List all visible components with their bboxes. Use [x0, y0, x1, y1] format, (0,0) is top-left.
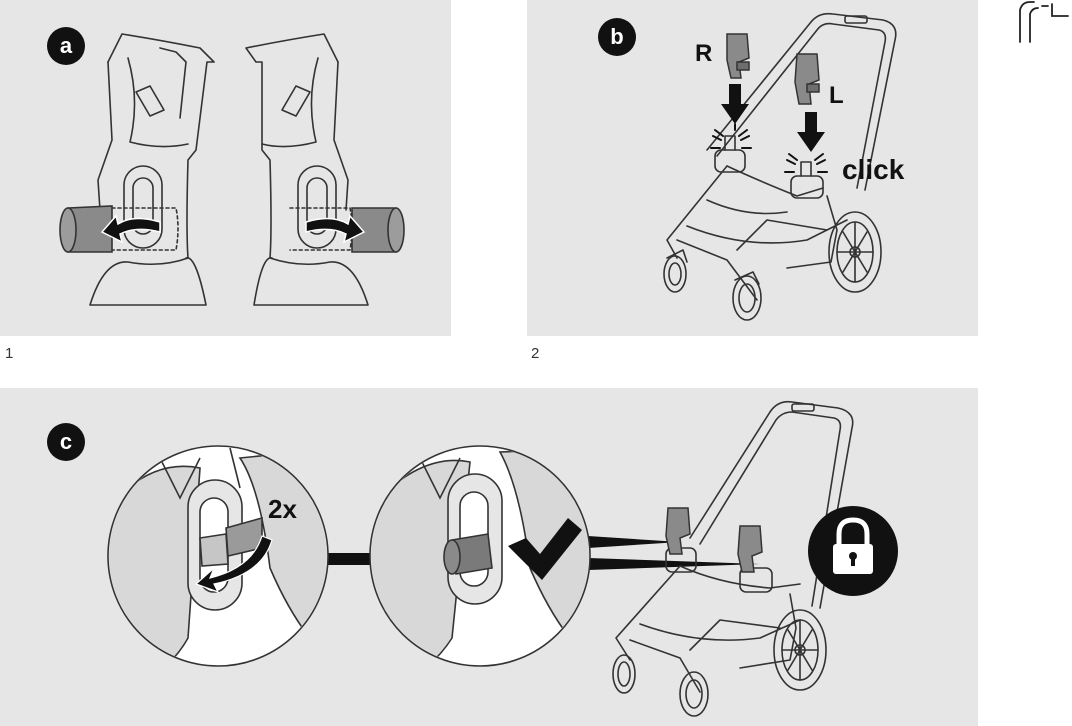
- right-release-button: [351, 207, 405, 253]
- panel-b: b R L click: [527, 0, 978, 336]
- label-click: click: [842, 154, 905, 185]
- right-adapter-drawing: [245, 33, 369, 306]
- label-left-adapter: L: [829, 82, 844, 109]
- figure-number-1: 1: [5, 345, 14, 362]
- left-release-button: [59, 205, 113, 253]
- detail-circle-press-twice: [107, 445, 329, 667]
- down-arrow-icon: [721, 84, 825, 152]
- adapter-edge-icon: [1019, 1, 1069, 43]
- left-adapter-drawing: [89, 33, 215, 306]
- checkmark-icon: [508, 518, 582, 580]
- curved-arrow-icon: [100, 214, 366, 244]
- stroller-drawing: [612, 400, 854, 717]
- panel-a: a: [0, 0, 451, 336]
- label-right-adapter: R: [695, 40, 713, 67]
- connector-bar: [328, 553, 372, 565]
- mounted-adapters: [665, 507, 763, 573]
- label-repeat-count: 2x: [268, 494, 297, 524]
- figure-number-2: 2: [531, 345, 540, 362]
- click-sparkle-icon: [710, 123, 828, 173]
- step-badge-b: b: [598, 18, 636, 56]
- detail-circle-locked: [369, 445, 591, 667]
- stroller-adapter-attach-illustration: [663, 12, 897, 321]
- step-badge-a: a: [47, 27, 85, 65]
- adapter-lock-illustration: [107, 400, 898, 717]
- adapter-r-drawing: [726, 33, 750, 79]
- curved-arrow-icon: [194, 535, 273, 594]
- zoom-pointer: [588, 536, 680, 548]
- padlock-icon: [808, 506, 898, 596]
- panel-c: c 2x: [0, 388, 978, 726]
- adapter-l-drawing: [794, 53, 820, 105]
- adapter-release-illustration: [59, 33, 405, 306]
- step-badge-c: c: [47, 423, 85, 461]
